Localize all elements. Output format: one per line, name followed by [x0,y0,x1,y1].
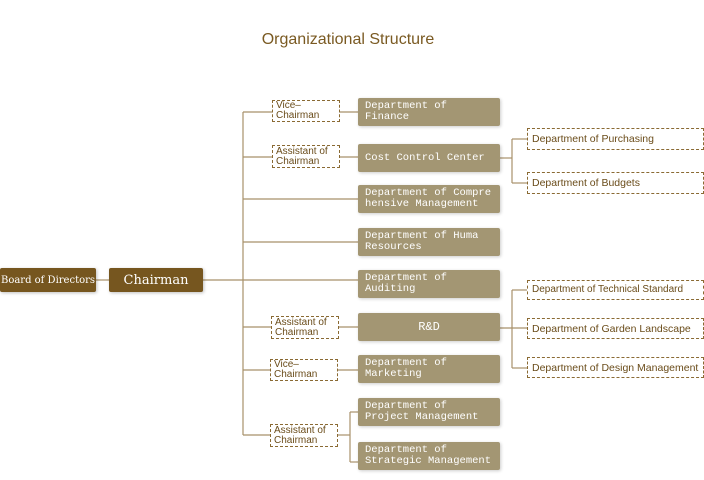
assistant-chairman-node[interactable]: Assistant of Chairman [271,316,339,339]
board-of-directors-node[interactable]: Board of Directors [0,268,96,292]
department-comprehensive-management[interactable]: Department of Compre hensive Management [358,185,500,213]
assistant-chairman-node[interactable]: Assistant of Chairman [272,145,340,168]
department-strategic-management[interactable]: Department of Strategic Management [358,442,500,470]
vice-chairman-node[interactable]: Vice–Chairman [270,359,338,381]
department-purchasing[interactable]: Department of Purchasing [527,128,704,150]
department-budgets[interactable]: Department of Budgets [527,172,704,194]
vice-chairman-node[interactable]: Vice–Chairman [272,100,340,122]
department-design-management[interactable]: Department of Design Management [527,357,704,378]
chart-title: Organizational Structure [261,31,435,48]
department-technical-standard[interactable]: Department of Technical Standard [527,280,704,300]
department-marketing[interactable]: Department of Marketing [358,355,500,383]
department-finance[interactable]: Department of Finance [358,98,500,126]
department-project-management[interactable]: Department of Project Management [358,398,500,426]
chairman-node[interactable]: Chairman [109,268,203,292]
department-human-resources[interactable]: Department of Huma Resources [358,228,500,256]
department-garden-landscape[interactable]: Department of Garden Landscape [527,318,704,339]
cost-control-center[interactable]: Cost Control Center [358,144,500,172]
assistant-chairman-node[interactable]: Assistant of Chairman [270,424,338,447]
rnd-department[interactable]: R&D [358,313,500,341]
department-auditing[interactable]: Department of Auditing [358,270,500,298]
